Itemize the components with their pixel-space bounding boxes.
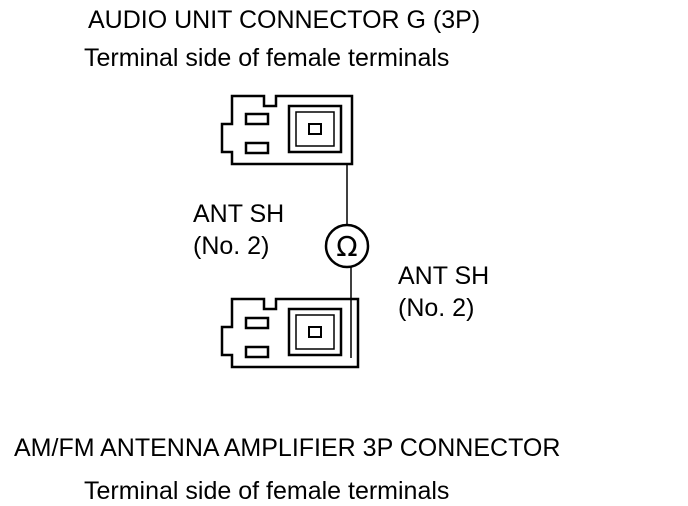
bottom-connector-icon — [220, 297, 360, 369]
left-probe-label-line2: (No. 2) — [193, 232, 270, 260]
top-connector-terminal-pin — [308, 123, 322, 135]
top-connector-terminal-2 — [244, 141, 270, 155]
ohmmeter-icon: Ω — [324, 223, 370, 269]
top-connector-subtitle: Terminal side of female terminals — [84, 44, 450, 72]
bottom-connector-subtitle: Terminal side of female terminals — [84, 477, 450, 505]
top-connector-housing — [220, 94, 354, 166]
bottom-connector-terminal-inner — [295, 314, 335, 350]
top-connector-terminal-1 — [244, 112, 270, 126]
top-connector-terminal-inner — [295, 111, 335, 147]
bottom-connector-terminal-pin — [308, 326, 322, 338]
top-connector-icon — [220, 94, 354, 166]
bottom-connector-terminal-1 — [244, 316, 270, 330]
left-probe-label: ANT SH (No. 2) — [193, 198, 284, 262]
bottom-connector-terminal-2 — [244, 345, 270, 359]
top-connector-terminal-outer — [287, 104, 343, 154]
left-probe-label-line1: ANT SH — [193, 200, 285, 228]
top-connector-title: AUDIO UNIT CONNECTOR G (3P) — [88, 6, 481, 34]
ohm-symbol: Ω — [336, 230, 357, 263]
right-probe-label-line1: ANT SH — [398, 262, 490, 290]
right-probe-label: ANT SH (No. 2) — [398, 260, 489, 324]
bottom-connector-housing — [220, 297, 360, 369]
ohmmeter-circle — [324, 223, 370, 269]
right-probe-label-line2: (No. 2) — [398, 294, 475, 322]
bottom-connector-terminal-outer — [287, 307, 343, 357]
bottom-connector-title: AM/FM ANTENNA AMPLIFIER 3P CONNECTOR — [14, 434, 561, 462]
